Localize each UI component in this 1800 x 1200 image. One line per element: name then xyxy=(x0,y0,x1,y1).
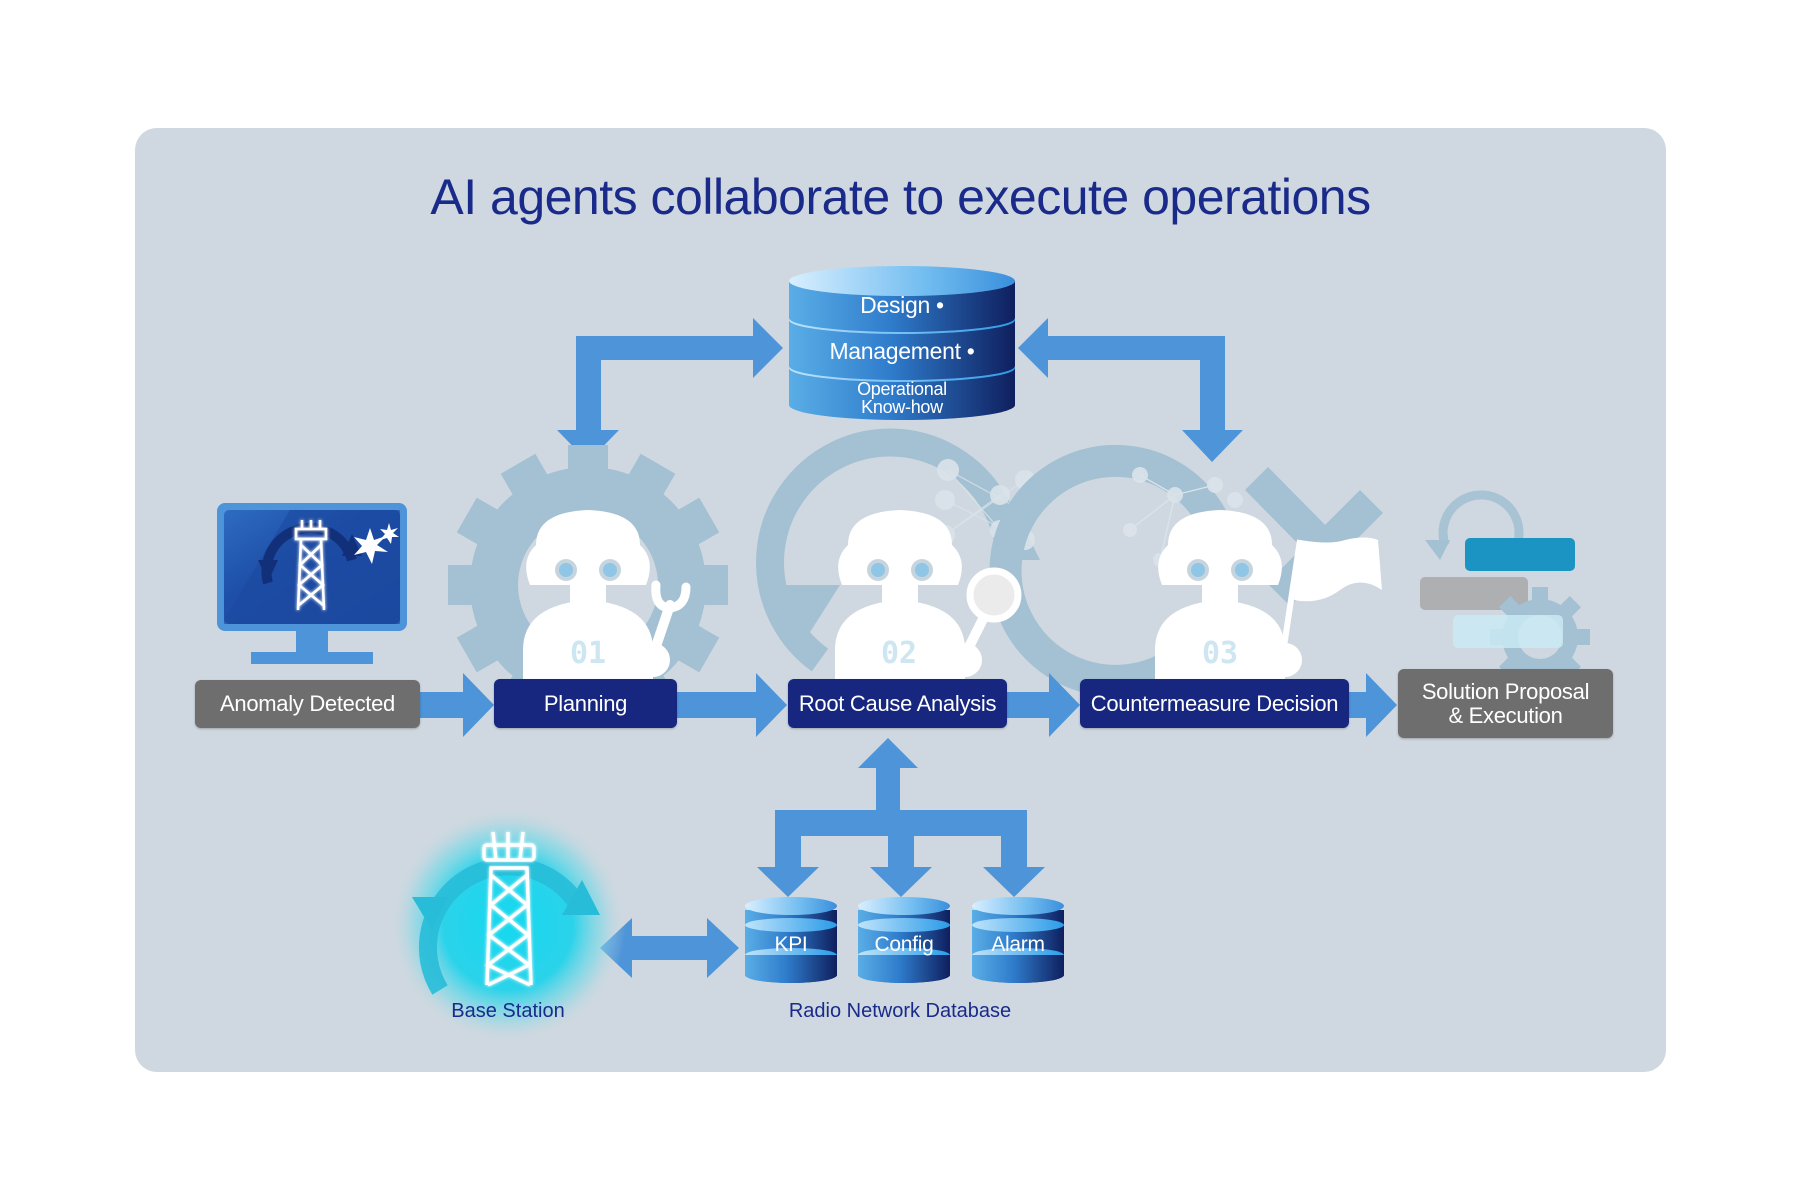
radio-database-group xyxy=(745,897,1064,983)
wrench-icon xyxy=(648,580,691,660)
arrow-rca-countermeasure xyxy=(1007,673,1080,737)
radio-db-alarm-label: Alarm xyxy=(991,933,1045,956)
solution-proposal-box: Solution Proposal & Execution xyxy=(1398,669,1613,738)
page-title: AI agents collaborate to execute operati… xyxy=(430,169,1371,225)
agent-number-02: 02 xyxy=(880,636,918,671)
robot-agent-02 xyxy=(835,510,1022,680)
base-station-caption: Base Station xyxy=(451,1000,565,1022)
solution-bar-gray xyxy=(1420,577,1528,610)
arrow-rca-radio-db xyxy=(757,738,1045,897)
arrow-base-radio-db xyxy=(600,918,739,978)
radio-db-cylinder-alarm xyxy=(972,897,1064,983)
knowledge-layer-design: Design • xyxy=(860,292,944,318)
arrow-knowledge-planning xyxy=(557,318,783,462)
robot-agent-03 xyxy=(1155,510,1382,680)
agent-number-03: 03 xyxy=(1201,636,1239,671)
flow-arrows xyxy=(420,673,1397,978)
magnifier-icon xyxy=(960,567,1022,660)
agent-root-cause-analysis-box: Root Cause Analysis xyxy=(788,679,1007,728)
knowledge-layer-operational-line1: Operational xyxy=(857,379,947,399)
solution-line2: & Execution xyxy=(1448,702,1563,728)
radio-db-config-label: Config xyxy=(874,933,934,956)
spark-icon xyxy=(354,523,399,564)
knowledge-arrows xyxy=(557,318,1243,462)
knowledge-layer-management: Management • xyxy=(829,338,975,364)
agent-planning-box: Planning xyxy=(494,679,677,728)
arrow-anomaly-planning xyxy=(420,673,494,737)
tower-icon xyxy=(482,831,536,987)
arrow-knowledge-countermeasure xyxy=(1018,318,1243,462)
solution-line1: Solution Proposal xyxy=(1421,679,1590,705)
radio-db-kpi-label: KPI xyxy=(774,933,808,956)
knowledge-layer-operational-line2: Know-how xyxy=(861,397,943,417)
base-station-icon xyxy=(390,807,626,1043)
radio-db-caption: Radio Network Database xyxy=(788,1000,1012,1022)
solution-bar-blue xyxy=(1465,538,1575,571)
solution-icon xyxy=(1420,490,1590,687)
arrow-countermeasure-solution xyxy=(1349,673,1397,737)
agent-countermeasure-decision-box: Countermeasure Decision xyxy=(1080,679,1349,728)
robot-agent-01 xyxy=(523,510,691,680)
arrow-planning-rca xyxy=(677,673,787,737)
knowledge-layer-operational: Operational Know-how xyxy=(789,380,1015,416)
radio-db-cylinder-kpi xyxy=(745,897,837,983)
knowledge-database-icon xyxy=(789,266,1015,420)
anomaly-detected-box: Anomaly Detected xyxy=(195,680,420,728)
agent-number-01: 01 xyxy=(569,636,607,671)
monitor-icon xyxy=(217,503,407,664)
solution-bar-light xyxy=(1453,615,1563,648)
flag-icon xyxy=(1279,537,1382,661)
tower-icon xyxy=(294,520,328,611)
radio-db-cylinder-config xyxy=(858,897,950,983)
